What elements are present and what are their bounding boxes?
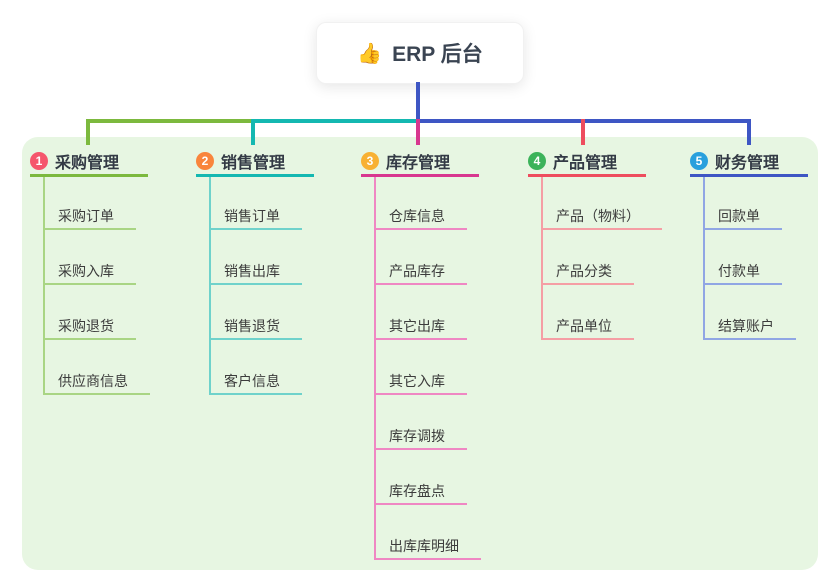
branch-label: 销售管理 bbox=[221, 155, 286, 172]
branch-label: 库存管理 bbox=[386, 155, 451, 172]
child-node[interactable]: 结算账户 bbox=[703, 314, 796, 340]
thumbs-up-icon: 👍 bbox=[357, 42, 383, 65]
branch-label: 财务管理 bbox=[715, 155, 780, 172]
root-node-label: ERP 后台 bbox=[392, 43, 483, 66]
child-node[interactable]: 其它入库 bbox=[374, 369, 467, 395]
child-node[interactable]: 产品单位 bbox=[541, 314, 634, 340]
drop-finance bbox=[747, 119, 751, 145]
root-node[interactable]: 👍 ERP 后台 bbox=[316, 22, 524, 84]
branch-header[interactable]: 1 采购管理 bbox=[30, 148, 148, 177]
root-connector bbox=[416, 82, 420, 119]
branch-number-badge: 5 bbox=[690, 152, 708, 170]
branch-number-badge: 4 bbox=[528, 152, 546, 170]
branch-connector-line bbox=[374, 177, 376, 560]
branch-connector-line bbox=[209, 177, 211, 395]
branch-label: 产品管理 bbox=[553, 155, 618, 172]
child-node[interactable]: 客户信息 bbox=[209, 369, 302, 395]
child-node[interactable]: 供应商信息 bbox=[43, 369, 150, 395]
child-node[interactable]: 销售出库 bbox=[209, 259, 302, 285]
child-node-label: 采购入库 bbox=[58, 263, 114, 279]
branch-header[interactable]: 2 销售管理 bbox=[196, 148, 314, 177]
child-node-label: 出库库明细 bbox=[389, 538, 459, 554]
child-node[interactable]: 库存盘点 bbox=[374, 479, 467, 505]
drop-inventory bbox=[416, 119, 420, 145]
child-node-label: 客户信息 bbox=[224, 373, 280, 389]
child-node-label: 其它出库 bbox=[389, 318, 445, 334]
branch-sales: 2 销售管理 销售订单 销售出库 销售退货 客户信息 bbox=[196, 148, 326, 395]
child-node-label: 采购订单 bbox=[58, 208, 114, 224]
branch-label: 采购管理 bbox=[55, 155, 120, 172]
branch-connector-line bbox=[541, 177, 543, 340]
branch-header[interactable]: 3 库存管理 bbox=[361, 148, 479, 177]
child-node-label: 回款单 bbox=[718, 208, 760, 224]
branch-number-badge: 1 bbox=[30, 152, 48, 170]
branch-number-badge: 3 bbox=[361, 152, 379, 170]
child-node-label: 销售订单 bbox=[224, 208, 280, 224]
branch-inventory: 3 库存管理 仓库信息 产品库存 其它出库 其它入库 库存调拨 库存盘点 出库库… bbox=[361, 148, 491, 560]
branch-finance: 5 财务管理 回款单 付款单 结算账户 bbox=[690, 148, 820, 340]
child-node-label: 供应商信息 bbox=[58, 373, 128, 389]
bus-segment-procurement bbox=[86, 119, 253, 123]
child-node-label: 库存调拨 bbox=[389, 428, 445, 444]
drop-sales bbox=[251, 119, 255, 145]
child-node[interactable]: 仓库信息 bbox=[374, 204, 467, 230]
child-node[interactable]: 其它出库 bbox=[374, 314, 467, 340]
child-node[interactable]: 产品分类 bbox=[541, 259, 634, 285]
drop-product bbox=[581, 119, 585, 145]
branch-header[interactable]: 4 产品管理 bbox=[528, 148, 646, 177]
child-node-label: 销售退货 bbox=[224, 318, 280, 334]
child-node[interactable]: 回款单 bbox=[703, 204, 782, 230]
child-node[interactable]: 采购订单 bbox=[43, 204, 136, 230]
drop-procurement bbox=[86, 119, 90, 145]
child-node-label: 其它入库 bbox=[389, 373, 445, 389]
child-node-label: 产品分类 bbox=[556, 263, 612, 279]
child-node[interactable]: 销售订单 bbox=[209, 204, 302, 230]
child-node[interactable]: 采购入库 bbox=[43, 259, 136, 285]
child-node-label: 仓库信息 bbox=[389, 208, 445, 224]
branch-connector-line bbox=[43, 177, 45, 395]
bus-segment-sales bbox=[253, 119, 418, 123]
child-node-label: 库存盘点 bbox=[389, 483, 445, 499]
child-node[interactable]: 付款单 bbox=[703, 259, 782, 285]
child-node-label: 产品库存 bbox=[389, 263, 445, 279]
child-node-label: 结算账户 bbox=[718, 318, 774, 334]
branch-number-badge: 2 bbox=[196, 152, 214, 170]
branches-panel bbox=[22, 137, 818, 570]
child-node-label: 产品（物料） bbox=[556, 208, 640, 224]
branch-connector-line bbox=[703, 177, 705, 340]
child-node[interactable]: 采购退货 bbox=[43, 314, 136, 340]
child-node-label: 产品单位 bbox=[556, 318, 612, 334]
child-node[interactable]: 库存调拨 bbox=[374, 424, 467, 450]
child-node-label: 采购退货 bbox=[58, 318, 114, 334]
child-node-label: 付款单 bbox=[718, 263, 760, 279]
child-node[interactable]: 产品（物料） bbox=[541, 204, 662, 230]
child-node-label: 销售出库 bbox=[224, 263, 280, 279]
child-node[interactable]: 出库库明细 bbox=[374, 534, 481, 560]
child-node[interactable]: 销售退货 bbox=[209, 314, 302, 340]
branch-product: 4 产品管理 产品（物料） 产品分类 产品单位 bbox=[528, 148, 662, 340]
branch-header[interactable]: 5 财务管理 bbox=[690, 148, 808, 177]
branch-procurement: 1 采购管理 采购订单 采购入库 采购退货 供应商信息 bbox=[30, 148, 160, 395]
child-node[interactable]: 产品库存 bbox=[374, 259, 467, 285]
